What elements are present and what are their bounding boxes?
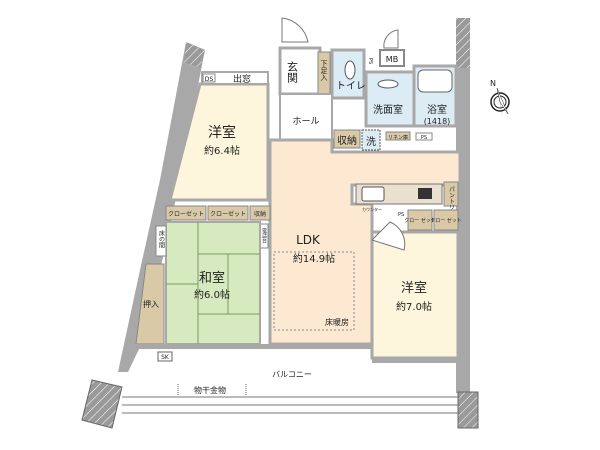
pantry [443,181,459,207]
washer-label: 洗 [366,136,376,148]
balcony-label: バルコニー [272,370,312,379]
shoe-box-label: 下足入 [320,60,328,81]
closet-c [407,209,433,231]
oshiire-label: 押入 [143,299,159,309]
sink-icon [377,79,399,89]
bathtub-icon [417,69,453,93]
mb-door[interactable] [383,29,399,49]
storage-hall [333,129,361,149]
western-2-door[interactable] [371,221,406,251]
floor-heating-area [273,251,355,331]
closet-b [207,205,249,221]
washer-space [361,129,381,151]
linen-closet [385,131,411,141]
stove-icon [418,188,432,199]
mb-box [379,49,405,67]
washroom-label: 洗面室 [373,103,403,116]
ldk-name: LDK [296,233,321,247]
bay-window-label: 出窓 [233,73,251,85]
bath-size: (1418) [424,117,451,126]
room-western-2 [370,230,460,360]
closet-a-label: クローゼット [168,210,204,218]
bay-window [201,71,269,85]
south-wall [130,344,372,349]
phone-stand-label: 電話台 [261,228,267,244]
ps-label-1: PS [421,135,427,141]
sk-box [157,351,173,362]
ds-label: DS [205,76,214,83]
ps-toilet-label: PS [367,58,373,64]
washitsu-name: 和室 [199,270,225,286]
outer-walls [81,18,479,429]
ps-label-2: PS [398,212,404,218]
tokonoma [155,225,167,257]
compass-icon: N [490,79,510,118]
western-2-size: 約7.0帖 [396,300,432,313]
storage-label: 収納 [337,134,357,147]
closet-b-label: クローゼット [210,210,246,218]
room-toilet [330,48,366,100]
tatami-lines [166,222,260,344]
western-2-name: 洋室 [401,280,427,296]
entrance-door[interactable] [281,17,309,43]
linen-label: リネン庫 [388,134,408,141]
closet-c-label: クロー ゼット [404,217,436,224]
compass-north: N [490,79,496,88]
western-1-size: 約6.4帖 [204,144,240,157]
entrance-label: 玄関 [286,60,299,83]
room-washitsu [165,221,261,345]
drying-rack-label: 物干金物 [194,385,226,395]
floor-heating-label: 床暖房 [325,317,349,327]
counter-label: カウンター [362,206,382,212]
hall-label: ホール [292,116,319,127]
washitsu-size: 約6.0帖 [194,288,230,301]
closet-d-label: クロー ゼット [430,217,462,224]
tokonoma-label: 床の間 [158,229,165,249]
pantry-label: パントリー [448,186,455,216]
storage-2-label: 収納 [254,210,266,218]
closet-a [165,205,207,221]
ldk-size: 約14.9帖 [293,252,335,265]
toilet-label: トイレ [336,81,366,92]
balcony [122,396,460,414]
mb-label: MB [386,55,398,64]
storage-2 [249,205,271,221]
sk-label: SK [161,354,170,361]
toilet-icon [344,60,356,80]
bath-label: 浴室 [427,103,447,116]
closet-d [433,209,459,231]
western-1-name: 洋室 [208,124,236,141]
kitchen-sink-icon [361,186,385,202]
